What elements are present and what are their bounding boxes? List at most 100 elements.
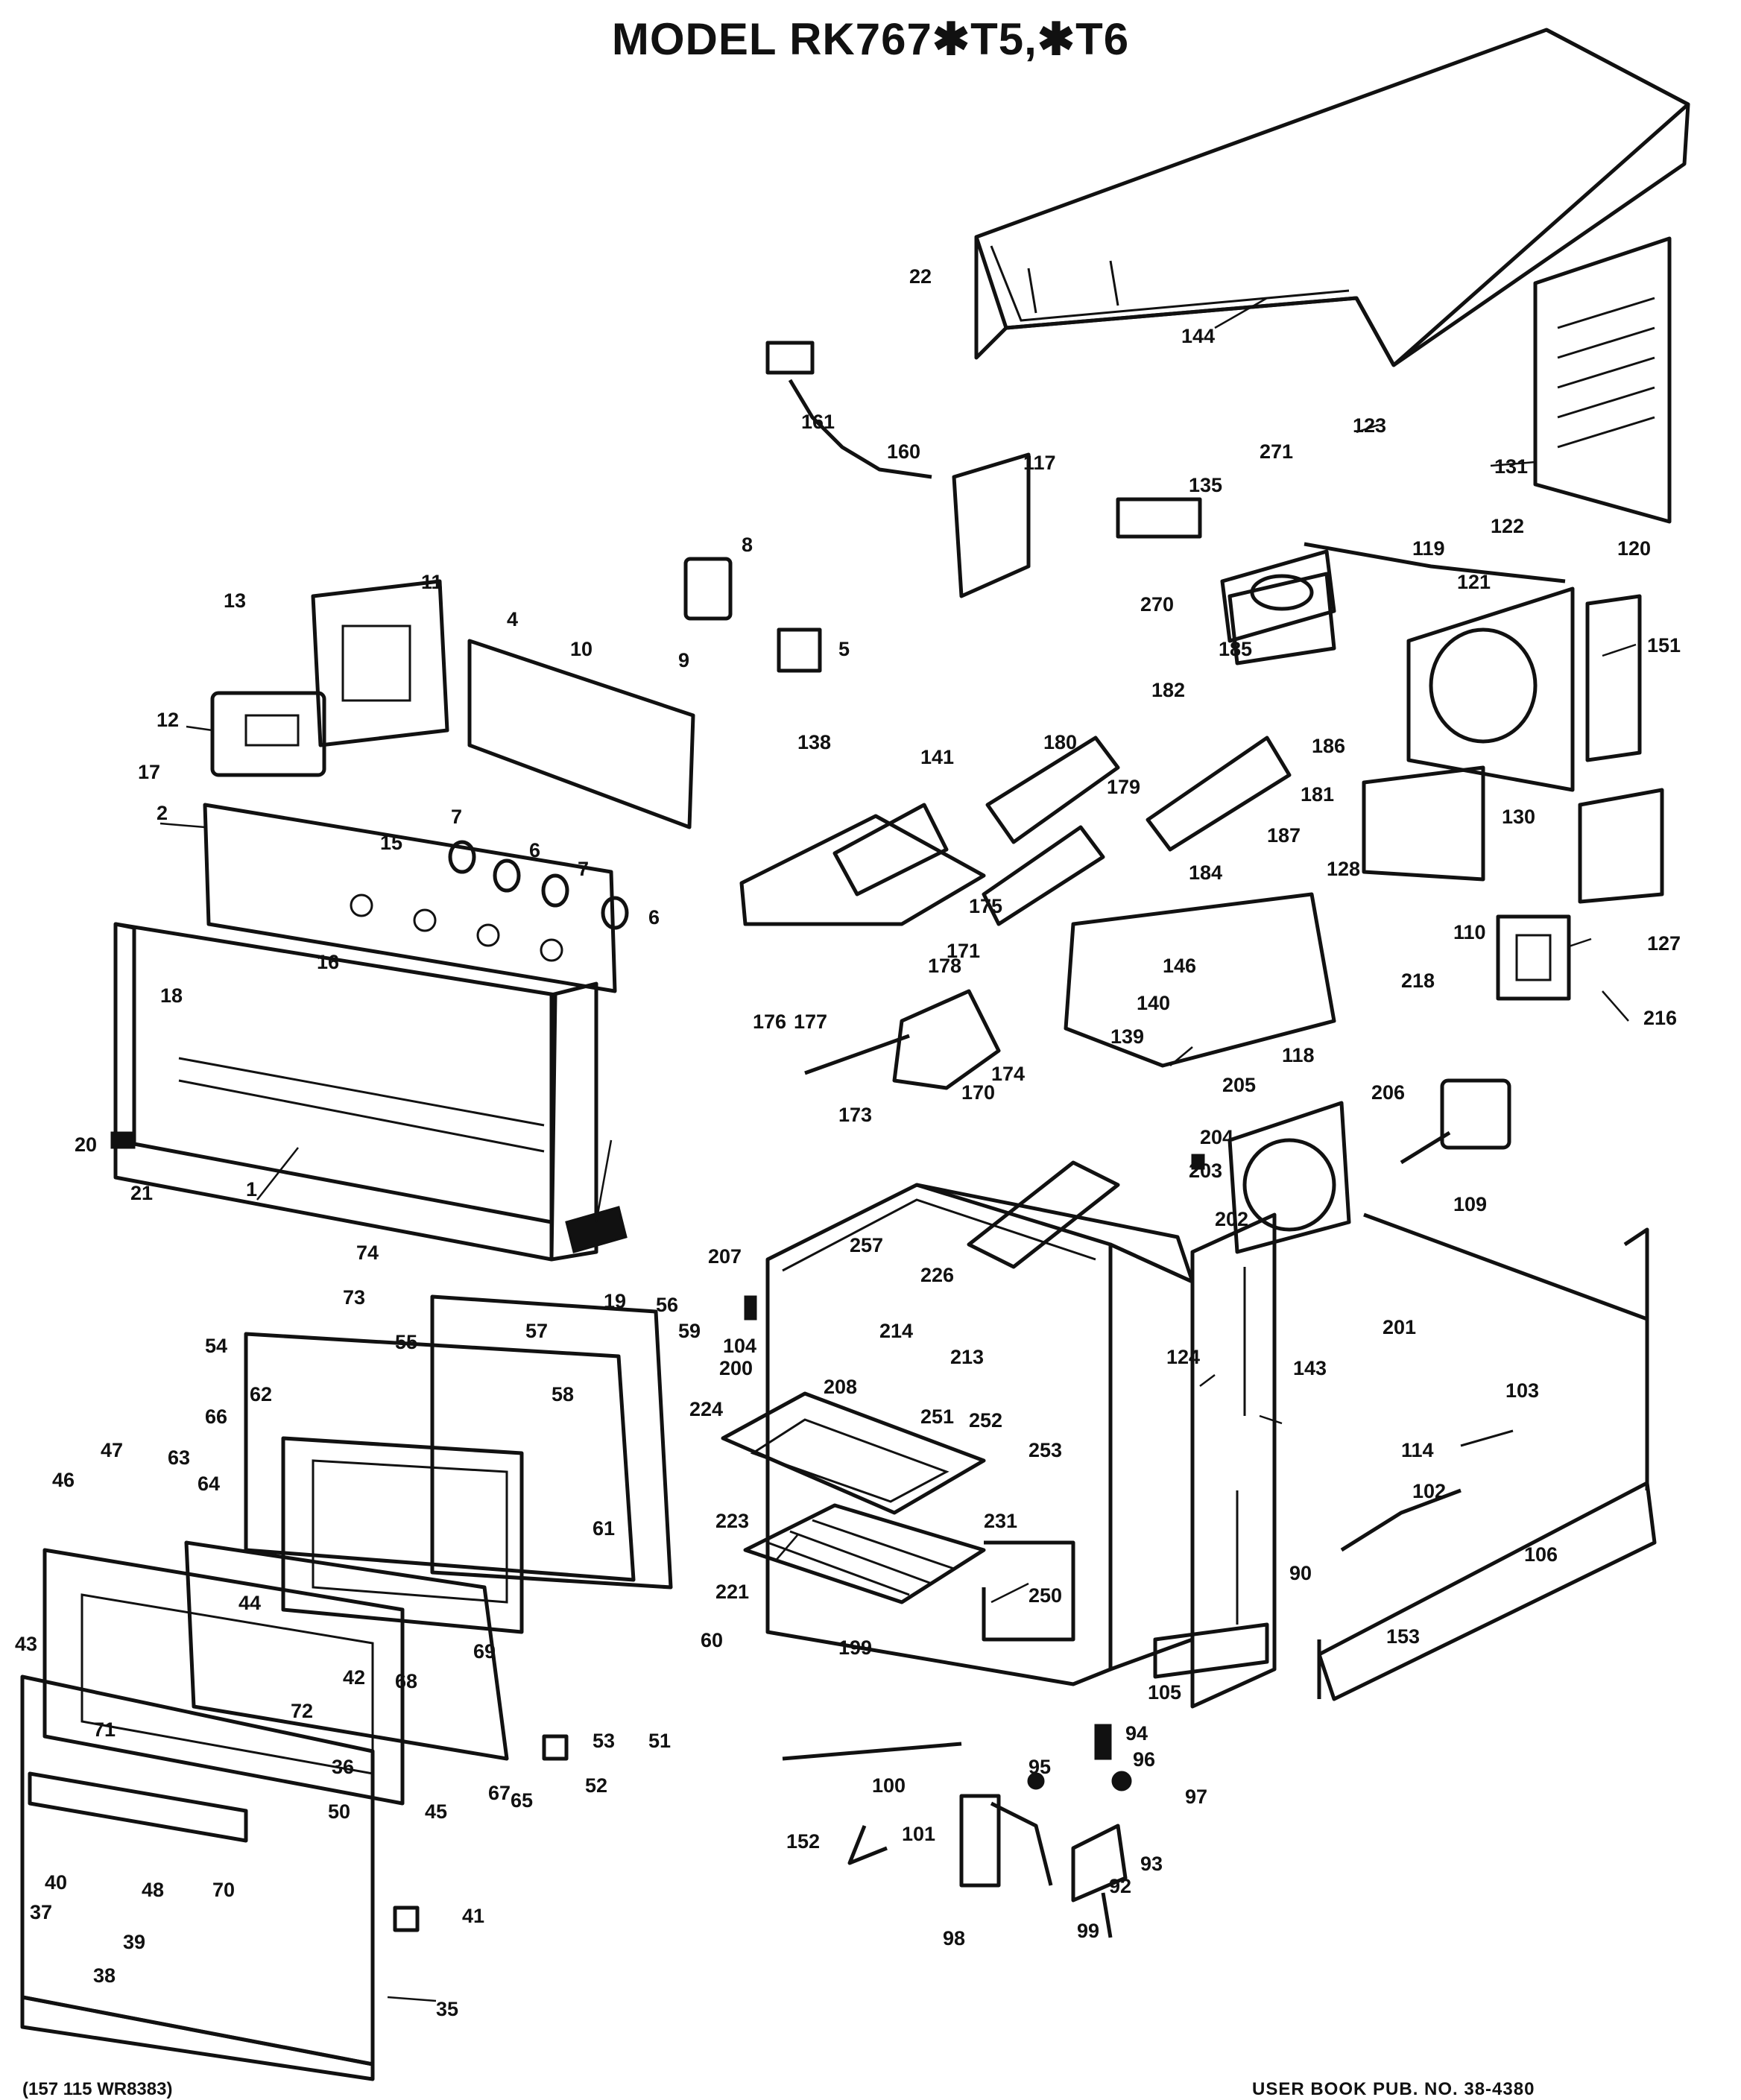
part-label: 214 — [879, 1320, 913, 1342]
part-label: 141 — [920, 746, 954, 768]
part-label: 6 — [529, 839, 540, 861]
control-knobs — [448, 840, 629, 930]
part-label: 202 — [1215, 1208, 1248, 1230]
oven-bottom-panel — [1153, 1622, 1269, 1679]
part-label: 151 — [1647, 634, 1681, 657]
part-label: 39 — [123, 1931, 145, 1953]
part-label: 144 — [1181, 325, 1215, 347]
part-label: 17 — [138, 761, 160, 783]
part-label: 65 — [511, 1789, 533, 1812]
part-label: 63 — [168, 1446, 190, 1469]
part-label: 251 — [920, 1405, 954, 1428]
part-label: 106 — [1524, 1543, 1558, 1566]
part-label: 180 — [1043, 731, 1077, 753]
part-label: 42 — [343, 1666, 365, 1689]
part-label: 186 — [1312, 735, 1345, 757]
part-label: 70 — [212, 1879, 235, 1901]
part-label: 90 — [1289, 1562, 1312, 1584]
part-label: 41 — [462, 1905, 484, 1927]
part-label: 204 — [1200, 1126, 1233, 1148]
part-label: 74 — [356, 1242, 379, 1264]
part-label: 121 — [1457, 571, 1491, 593]
part-label: 38 — [93, 1964, 116, 1987]
control-bracket — [311, 579, 449, 747]
part-label: 40 — [45, 1871, 67, 1894]
part-label: 7 — [578, 858, 589, 880]
part-label: 271 — [1260, 440, 1293, 463]
surface-unit-switch-block — [1116, 497, 1202, 539]
part-label: 173 — [838, 1104, 872, 1126]
part-label: 109 — [1453, 1193, 1487, 1215]
leader-lines — [159, 297, 1637, 2002]
part-label: 103 — [1505, 1379, 1539, 1402]
part-label: 231 — [984, 1510, 1017, 1532]
part-label: 131 — [1494, 455, 1528, 478]
part-label: 44 — [238, 1592, 261, 1614]
part-label: 57 — [525, 1320, 548, 1342]
part-label: 216 — [1643, 1007, 1677, 1029]
part-label: 98 — [943, 1927, 965, 1949]
part-label: 67 — [488, 1782, 511, 1804]
transformer — [1496, 914, 1571, 1001]
part-label: 270 — [1140, 593, 1174, 616]
part-label: 184 — [1189, 861, 1222, 884]
part-label: 117 — [1023, 452, 1056, 474]
part-label: 7 — [451, 806, 462, 828]
part-label: 22 — [909, 265, 932, 288]
part-label: 253 — [1029, 1439, 1062, 1461]
relay-switch — [683, 557, 822, 673]
part-label: 58 — [552, 1383, 574, 1405]
part-label: 21 — [130, 1182, 153, 1204]
part-label: 71 — [93, 1718, 116, 1741]
part-label: 62 — [250, 1383, 272, 1405]
part-label: 224 — [689, 1398, 723, 1420]
footer-user-book: USER BOOK PUB. NO. 38-4380 — [1252, 2079, 1535, 2099]
door-liner — [430, 1294, 673, 1590]
part-label: 6 — [648, 906, 660, 929]
part-label: 130 — [1502, 806, 1535, 828]
part-label: 73 — [343, 1286, 365, 1309]
part-label: 99 — [1077, 1920, 1099, 1942]
part-label: 104 — [723, 1335, 756, 1357]
part-label: 100 — [872, 1774, 906, 1797]
part-label: 208 — [824, 1376, 857, 1398]
part-label: 119 — [1412, 537, 1445, 560]
rear-vent-duct — [1220, 542, 1566, 643]
part-label: 257 — [850, 1234, 883, 1256]
part-label: 205 — [1222, 1074, 1256, 1096]
part-label: 179 — [1107, 776, 1140, 798]
part-label: 10 — [570, 638, 593, 660]
part-label: 175 — [969, 895, 1002, 917]
part-label: 56 — [656, 1294, 678, 1316]
part-label: 122 — [1491, 515, 1524, 537]
part-label: 203 — [1189, 1160, 1222, 1182]
part-label: 174 — [991, 1063, 1025, 1085]
base-frame — [1317, 1212, 1657, 1701]
part-label: 213 — [950, 1346, 984, 1368]
part-label: 12 — [157, 709, 179, 731]
oven-thermostat — [1400, 1078, 1511, 1165]
part-label: 138 — [797, 731, 831, 753]
part-label: 50 — [328, 1800, 350, 1823]
oven-cavity — [765, 1183, 1195, 1686]
part-label: 120 — [1617, 537, 1651, 560]
broiler-pan — [721, 1391, 986, 1515]
part-label: 2 — [157, 802, 168, 824]
part-label: 36 — [332, 1756, 354, 1778]
part-label: 5 — [838, 638, 850, 660]
fan-motor-housing — [1406, 586, 1575, 792]
part-label: 8 — [742, 534, 753, 556]
part-label: 206 — [1371, 1081, 1405, 1104]
footer-part-number: (157 115 WR8383) — [22, 2079, 173, 2099]
part-label: 68 — [395, 1670, 417, 1692]
part-label: 102 — [1412, 1480, 1446, 1502]
part-label: 13 — [224, 589, 246, 612]
part-label: 37 — [30, 1901, 52, 1923]
part-label: 20 — [75, 1133, 97, 1156]
part-label: 135 — [1189, 474, 1222, 496]
part-label: 16 — [317, 951, 339, 973]
latch-motor — [804, 989, 1001, 1090]
part-label: 18 — [160, 984, 183, 1007]
part-label: 181 — [1301, 783, 1334, 806]
